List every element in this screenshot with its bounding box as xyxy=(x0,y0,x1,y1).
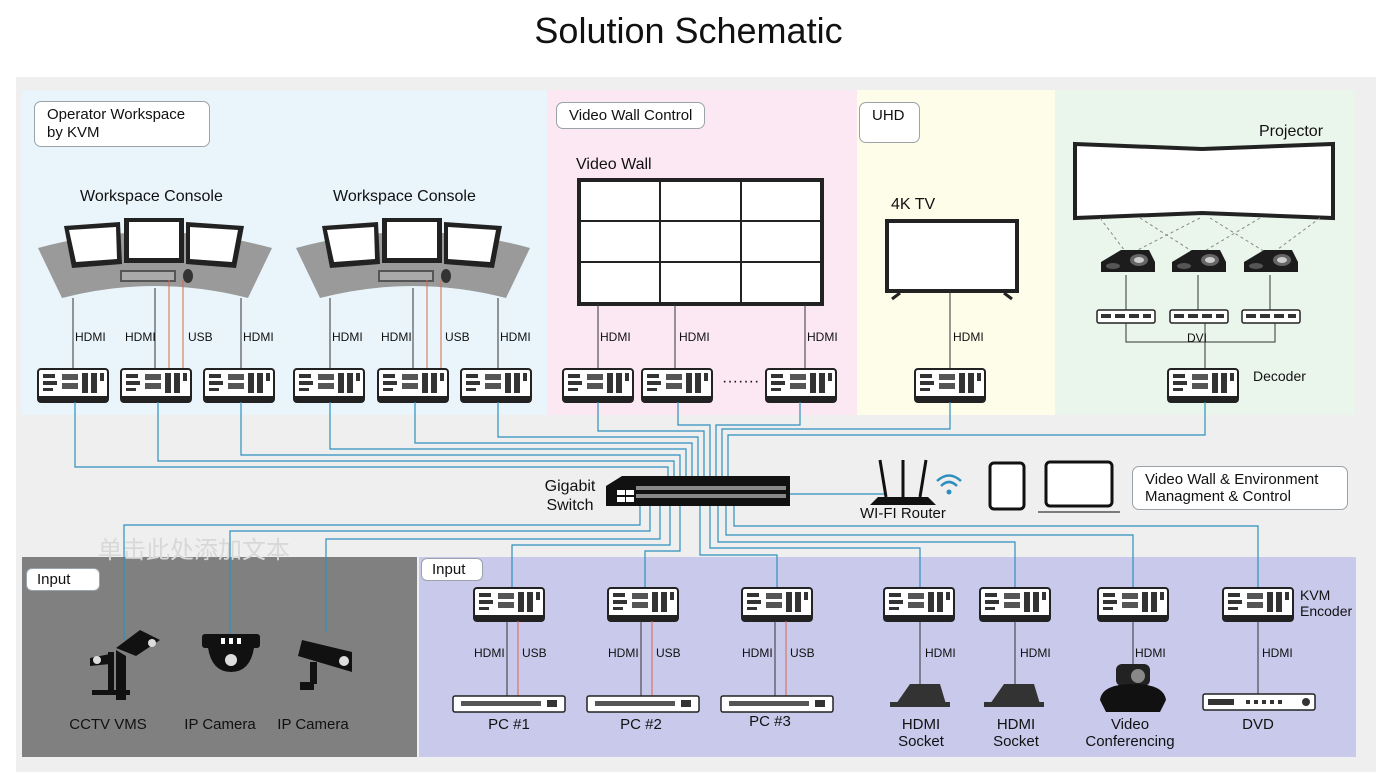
management-tag: Video Wall & Environment Managment & Con… xyxy=(1132,466,1348,510)
zone-input-left-tag: Input xyxy=(26,568,100,591)
console-1-label: Workspace Console xyxy=(80,188,223,205)
zone-videowall-tag: Video Wall Control xyxy=(556,102,706,129)
cable-label-hdmi: HDMI xyxy=(243,330,274,344)
cable-label-usb: USB xyxy=(522,646,547,660)
input-conferencing-label: Video Conferencing xyxy=(1085,716,1175,750)
cable-label-hdmi: HDMI xyxy=(608,646,639,660)
kvm-encoder-label: KVM Encoder xyxy=(1300,587,1353,619)
cable-label-hdmi: HDMI xyxy=(1135,646,1166,660)
cable-label-hdmi: HDMI xyxy=(500,330,531,344)
watermark-text: 单击此处添加文本 xyxy=(98,537,290,564)
cable-label-hdmi: HDMI xyxy=(474,646,505,660)
cable-label-hdmi: HDMI xyxy=(332,330,363,344)
cable-label-hdmi: HDMI xyxy=(75,330,106,344)
cable-label-hdmi: HDMI xyxy=(381,330,412,344)
input-dvd-label: DVD xyxy=(1242,716,1274,733)
input-pc1-label: PC #1 xyxy=(488,716,530,733)
cable-label-usb: USB xyxy=(188,330,213,344)
cable-label-hdmi: HDMI xyxy=(1020,646,1051,660)
cable-label-hdmi: HDMI xyxy=(807,330,838,344)
cable-label-hdmi: HDMI xyxy=(679,330,710,344)
cable-label-hdmi: HDMI xyxy=(925,646,956,660)
input-cctv-label: CCTV VMS xyxy=(69,716,147,733)
zone-operator-tag: Operator Workspace by KVM xyxy=(34,101,210,147)
tv-label: 4K TV xyxy=(891,196,936,213)
switch-label: Gigabit Switch xyxy=(544,478,596,514)
projector-label: Projector xyxy=(1259,123,1324,140)
input-ipcam1-label: IP Camera xyxy=(184,716,256,733)
zone-input-right-tag: Input xyxy=(421,558,483,581)
cable-label-usb: USB xyxy=(790,646,815,660)
input-ipcam2-label: IP Camera xyxy=(277,716,349,733)
cable-label-hdmi: HDMI xyxy=(742,646,773,660)
dvi-label: DVI xyxy=(1187,331,1208,345)
cable-label-usb: USB xyxy=(656,646,681,660)
cable-label-usb: USB xyxy=(445,330,470,344)
video-wall-label: Video Wall xyxy=(576,156,652,173)
cable-label-hdmi: HDMI xyxy=(600,330,631,344)
cable-label-hdmi: HDMI xyxy=(953,330,984,344)
zone-operator-label: Operator Workspace by KVM xyxy=(47,106,186,141)
cable-label-hdmi: HDMI xyxy=(1262,646,1293,660)
input-socket2-label: HDMI Socket xyxy=(993,716,1039,750)
input-socket1-label: HDMI Socket xyxy=(898,716,944,750)
input-pc2-label: PC #2 xyxy=(620,716,662,733)
router-label: WI-FI Router xyxy=(860,505,946,522)
zone-uhd-tag: UHD xyxy=(859,102,920,143)
management-label: Video Wall & Environment Managment & Con… xyxy=(1145,471,1319,505)
dots-label: ······· xyxy=(722,373,760,390)
cable-label-hdmi: HDMI xyxy=(125,330,156,344)
page-title: Solution Schematic xyxy=(534,10,843,51)
decoder-label: Decoder xyxy=(1253,368,1306,384)
console-2-label: Workspace Console xyxy=(333,188,476,205)
input-pc3-label: PC #3 xyxy=(749,713,791,730)
